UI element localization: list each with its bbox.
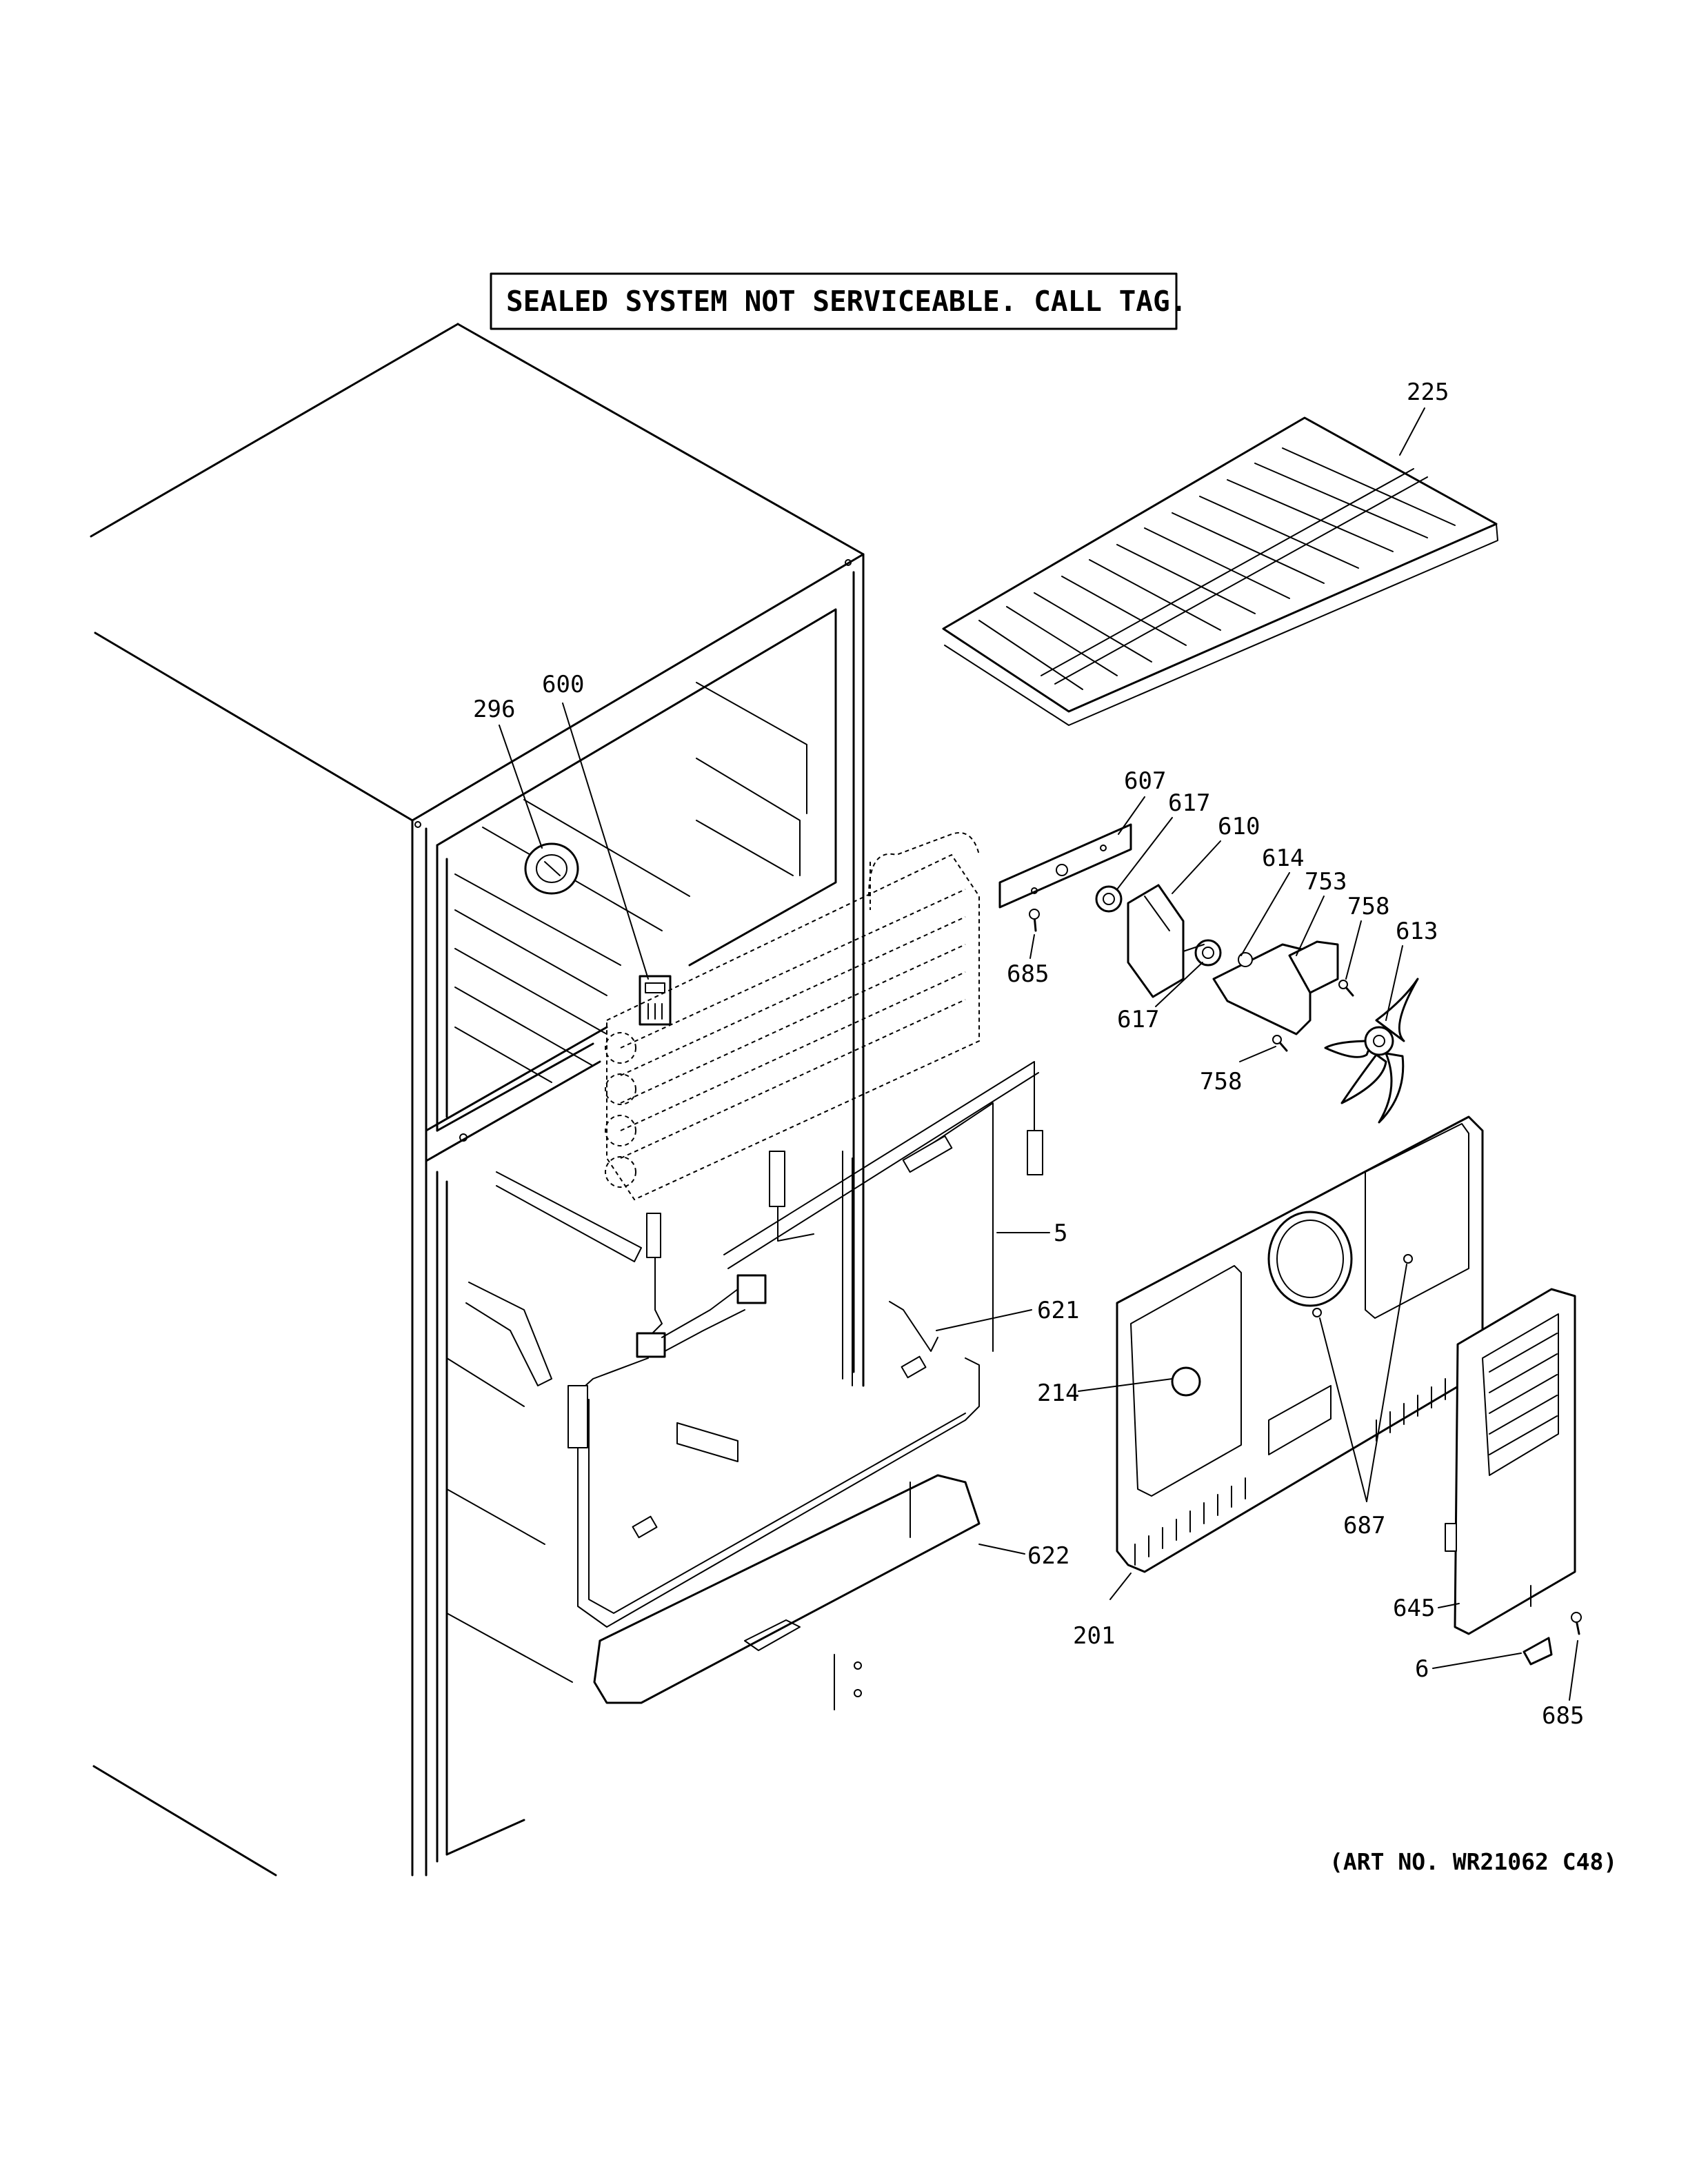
callout-614: 614 xyxy=(1262,845,1304,872)
callout-617-lower: 617 xyxy=(1117,1006,1159,1033)
part-225-freezer-shelf xyxy=(942,416,1498,726)
panel-vents xyxy=(1134,1370,1460,1566)
part-607-bracket xyxy=(998,823,1132,909)
callout-753: 753 xyxy=(1305,868,1347,896)
notice-text: SEALED SYSTEM NOT SERVICEABLE. CALL TAG. xyxy=(506,285,1187,318)
part-5-defrost-heater-harness xyxy=(567,1061,1043,1628)
callout-labels: 225 296 600 607 617 610 614 753 758 613 … xyxy=(473,378,1584,1730)
part-613-fan-blade xyxy=(1324,978,1419,1124)
part-621-clip xyxy=(889,1301,938,1352)
part-296-thermostat-knob xyxy=(524,842,579,895)
callout-600: 600 xyxy=(542,671,584,698)
callout-685-upper: 685 xyxy=(1007,960,1049,988)
part-201-evaporator-cover xyxy=(1116,1115,1484,1573)
callout-6: 6 xyxy=(1415,1655,1429,1683)
callout-607: 607 xyxy=(1124,767,1166,795)
callout-296: 296 xyxy=(473,696,515,723)
callout-5: 5 xyxy=(1054,1220,1067,1247)
callout-645: 645 xyxy=(1393,1595,1435,1622)
callout-613: 613 xyxy=(1396,918,1438,945)
callout-758-upper: 758 xyxy=(1347,893,1389,920)
callout-621: 621 xyxy=(1037,1297,1079,1324)
part-758-screw-upper xyxy=(1338,980,1354,997)
part-758-screw-lower xyxy=(1272,1035,1288,1052)
callout-687: 687 xyxy=(1343,1512,1385,1539)
part-617-grommet-lower xyxy=(1194,939,1222,967)
part-6-clip xyxy=(1523,1637,1553,1666)
leader-lines xyxy=(499,407,1578,1701)
part-753-motor-bracket xyxy=(1212,940,1339,1035)
art-number: (ART NO. WR21062 C48) xyxy=(1329,1848,1617,1875)
part-622-drain-trough xyxy=(593,1474,981,1710)
duct-grille xyxy=(1489,1333,1558,1455)
callout-610: 610 xyxy=(1218,813,1260,840)
callout-214: 214 xyxy=(1037,1379,1079,1407)
shelf-wires xyxy=(978,447,1456,690)
callout-622: 622 xyxy=(1027,1542,1069,1570)
evaporator-sealed xyxy=(605,832,980,1201)
part-617-grommet-upper xyxy=(1095,885,1123,913)
callout-225: 225 xyxy=(1407,378,1449,406)
callout-685-lower: 685 xyxy=(1542,1702,1584,1730)
part-645-duct-cover xyxy=(1445,1288,1576,1635)
refrigerator-cabinet xyxy=(90,323,865,1877)
callout-758-lower: 758 xyxy=(1200,1068,1242,1095)
part-685-screw-lower xyxy=(1571,1612,1582,1635)
callout-617-upper: 617 xyxy=(1168,789,1210,817)
part-600-defrost-control xyxy=(639,975,672,1026)
part-685-screw-upper xyxy=(1029,909,1040,932)
part-610-fan-motor xyxy=(1127,884,1205,998)
callout-201: 201 xyxy=(1073,1622,1115,1650)
notice-banner: SEALED SYSTEM NOT SERVICEABLE. CALL TAG. xyxy=(490,272,1187,330)
